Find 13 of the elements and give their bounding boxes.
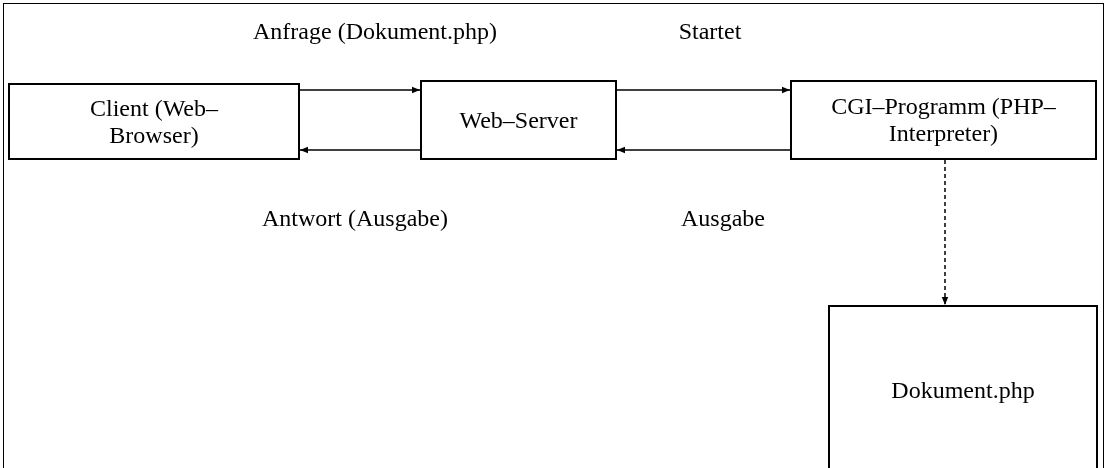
arrow [616,86,791,94]
arrow [616,146,791,154]
box-label: Client (Web–Browser) [88,94,220,149]
box-label: Web–Server [459,106,578,134]
arrow [941,159,949,306]
arrow [299,146,421,154]
process-box [420,80,617,160]
process-box [828,305,1098,468]
process-box [790,80,1097,160]
arrow [299,86,421,94]
process-box [8,83,300,160]
box-label: Dokument.php [891,376,1035,404]
box-label: CGI–Programm (PHP–Interpreter) [830,93,1057,147]
